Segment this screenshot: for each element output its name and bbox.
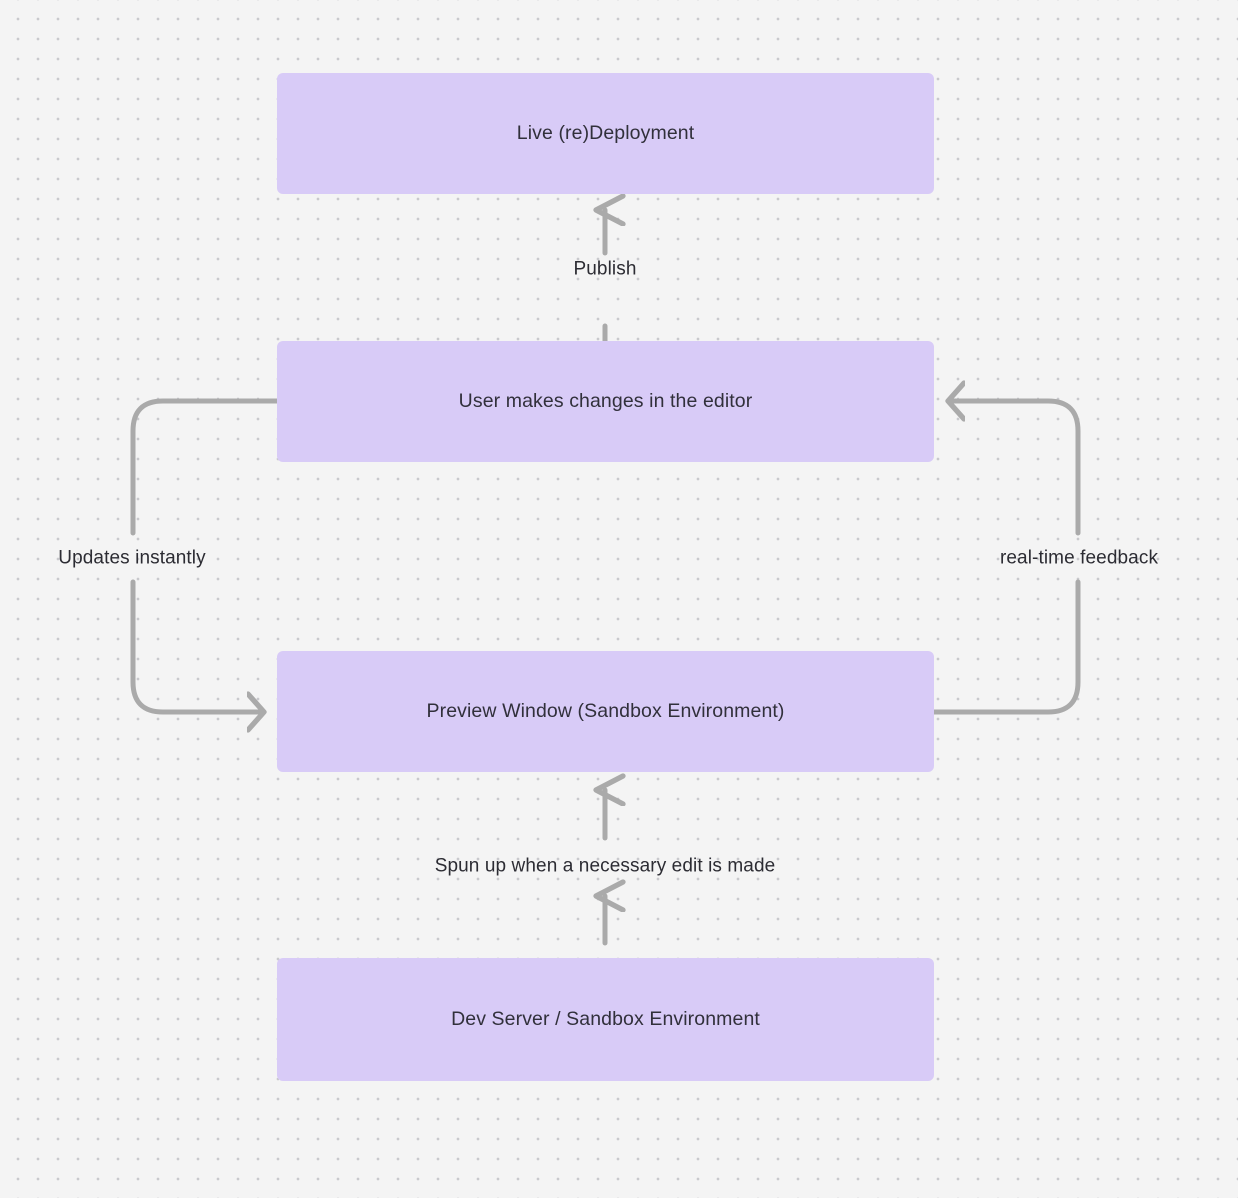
edge-label-real-time-feedback: real-time feedback — [999, 547, 1159, 569]
node-label: User makes changes in the editor — [458, 389, 753, 412]
node-preview-window[interactable]: Preview Window (Sandbox Environment) — [277, 651, 934, 772]
node-live-deployment[interactable]: Live (re)Deployment — [277, 73, 934, 194]
edge-label-publish: Publish — [573, 258, 637, 280]
node-user-edits[interactable]: User makes changes in the editor — [277, 341, 934, 462]
edge-label-spun-up: Spun up when a necessary edit is made — [434, 855, 776, 877]
node-dev-server[interactable]: Dev Server / Sandbox Environment — [277, 958, 934, 1081]
edge-label-updates-instantly: Updates instantly — [58, 547, 206, 569]
node-label: Preview Window (Sandbox Environment) — [426, 699, 785, 722]
node-label: Live (re)Deployment — [516, 121, 695, 144]
node-label: Dev Server / Sandbox Environment — [451, 1007, 760, 1030]
